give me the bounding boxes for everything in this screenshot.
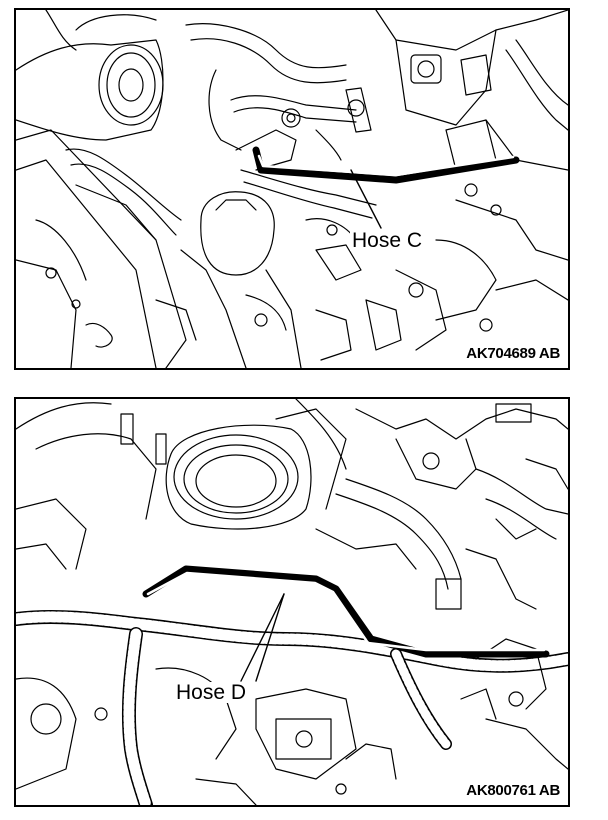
engine-diagram-hose-c: Hose C AK704689 AB (14, 8, 570, 370)
hose-c-label: Hose C (350, 229, 425, 252)
figure-code-bottom: AK800761 AB (466, 782, 560, 799)
engine-diagram-hose-d: Hose D AK800761 AB (14, 397, 570, 807)
figure-code-top: AK704689 AB (466, 345, 560, 362)
engine-line-drawing-top (16, 10, 568, 368)
hose-d-label: Hose D (174, 681, 249, 704)
engine-line-drawing-bottom (16, 399, 568, 805)
